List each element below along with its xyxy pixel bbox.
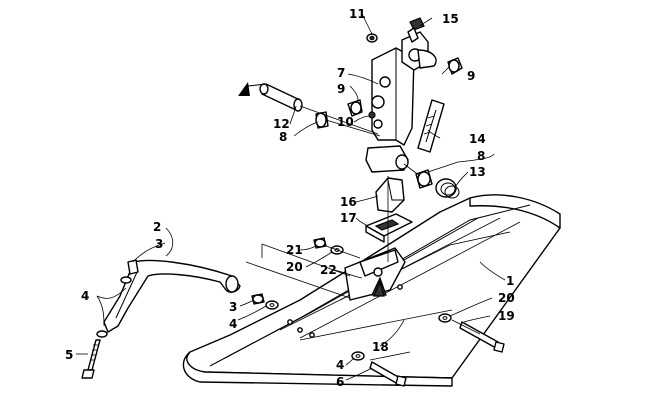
callout-20-left: 20 (286, 260, 303, 274)
washer-part-4-left (96, 276, 132, 338)
bolt-part-15 (407, 17, 425, 43)
callout-8-right: 8 (477, 149, 485, 163)
washer-part-4-bottom (351, 351, 365, 361)
callout-3-mid: 3 (229, 300, 237, 314)
bushing-part-3-left (127, 259, 139, 275)
shaft-part-12 (259, 83, 303, 112)
spindle-part-7 (365, 31, 437, 173)
callout-18: 18 (372, 340, 389, 354)
nut-part-11 (366, 33, 378, 43)
callout-11: 11 (349, 7, 366, 21)
callout-14: 14 (469, 132, 486, 146)
arrow-marker-ski (373, 280, 385, 297)
bushing-part-9-right (447, 57, 463, 75)
callout-4-left: 4 (81, 289, 89, 303)
arrow-marker-left (238, 82, 267, 96)
callout-9-right: 9 (467, 69, 475, 83)
damper-part-17 (365, 213, 413, 243)
washer-part-20-right (438, 313, 452, 323)
callout-1: 1 (506, 274, 514, 288)
wear-bar-part-14 (417, 99, 445, 153)
callout-3-left: 3 (155, 237, 163, 251)
callout-13: 13 (469, 165, 486, 179)
bolt-part-5 (81, 339, 101, 379)
nut-part-3-mid (251, 293, 265, 305)
callout-2: 2 (153, 220, 161, 234)
callout-15: 15 (442, 12, 459, 26)
callout-20-right: 20 (498, 291, 515, 305)
leader-lines (76, 13, 506, 381)
bushing-part-8-right (415, 169, 433, 189)
assembly-lines (245, 105, 481, 361)
callout-22: 22 (320, 263, 337, 277)
damper-part-16 (375, 177, 405, 213)
callout-16: 16 (340, 195, 357, 209)
bolt-part-10 (368, 111, 376, 119)
callout-4-mid: 4 (229, 317, 237, 331)
washer-part-4-mid (265, 300, 279, 310)
callout-9-left: 9 (337, 82, 345, 96)
ski-loop-part-2 (103, 259, 241, 333)
callout-4-bottom: 4 (336, 358, 344, 372)
clip-part-13 (435, 178, 460, 199)
nut-part-21 (313, 237, 327, 249)
callout-12: 12 (273, 117, 290, 131)
callout-21: 21 (286, 243, 303, 257)
bolt-part-6 (369, 361, 407, 387)
callout-5: 5 (65, 348, 73, 362)
callout-7: 7 (337, 66, 345, 80)
callout-10: 10 (337, 115, 354, 129)
callout-19: 19 (498, 309, 515, 323)
callout-6: 6 (336, 375, 344, 389)
callout-8-left: 8 (279, 130, 287, 144)
callout-labels: 1 2 3 4 5 3 4 4 6 7 8 8 9 9 10 11 12 13 … (65, 7, 515, 389)
callout-17: 17 (340, 211, 357, 225)
bushing-part-9-left (347, 99, 363, 117)
